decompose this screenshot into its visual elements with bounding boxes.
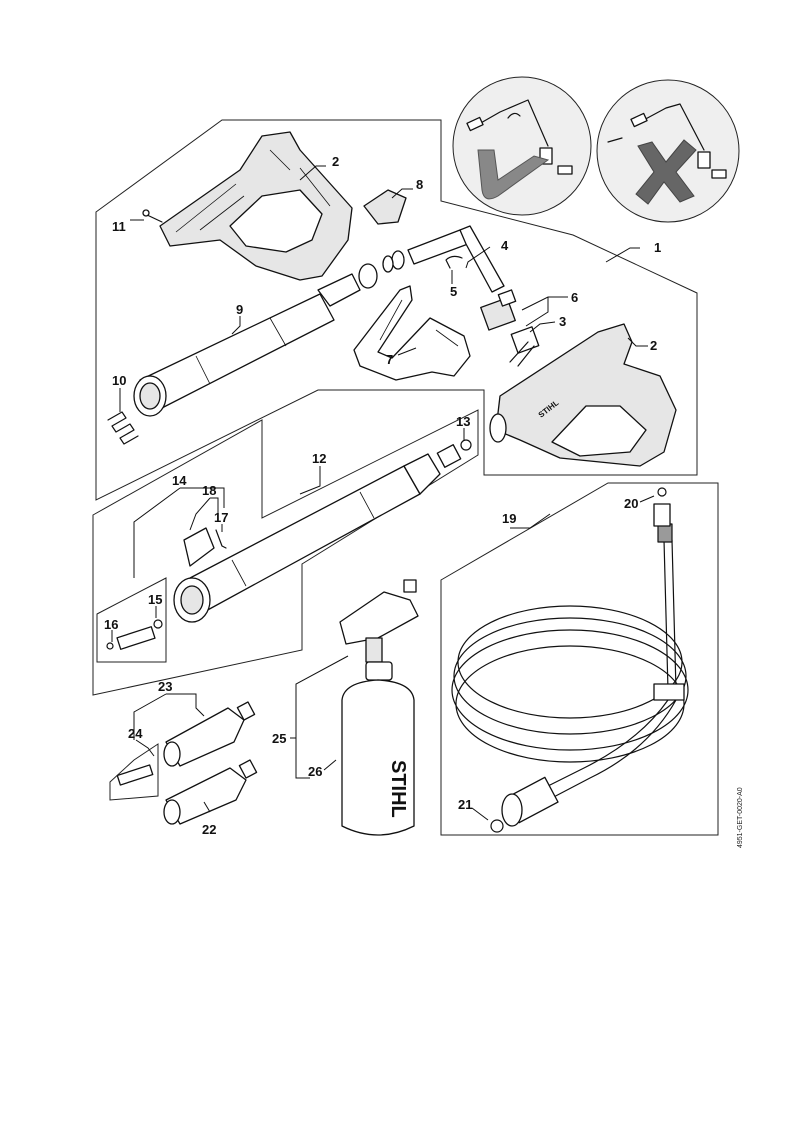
callout-5: 5 [450,284,457,299]
callout-16: 16 [104,617,118,632]
callout-7: 7 [386,352,393,367]
lance-tube-upper [133,263,378,417]
nozzle-22 [163,759,258,825]
retaining-pin [445,255,463,269]
lance-clip [183,527,227,567]
o-ring-21 [490,819,504,833]
callout-20: 20 [624,496,638,511]
callout-22: 22 [202,822,216,837]
group-frame-lance [92,409,479,696]
assembly-hint-correct [452,76,592,216]
spring [107,411,139,445]
callout-13: 13 [456,414,470,429]
valve-fitting [480,289,540,367]
callout-2a: 2 [332,154,339,169]
group-frame-spray-gun [95,119,698,501]
o-ring-13 [460,439,472,451]
gun-housing-half-right: STIHL [489,323,677,467]
insert-frame [96,577,167,663]
trigger-lock-clip [363,189,407,225]
callout-23: 23 [158,679,172,694]
callout-11: 11 [112,219,126,234]
callout-21: 21 [458,797,472,812]
nozzle-23 [163,701,256,767]
assembly-hint-incorrect [596,79,740,223]
callout-10: 10 [112,373,126,388]
callout-24: 24 [128,726,143,741]
callout-26: 26 [308,764,322,779]
callout-14: 14 [172,473,187,488]
gun-housing-half-left [159,131,353,281]
group-frame-hose [440,482,719,836]
callout-8: 8 [416,177,423,192]
drawing-id: 4951-GET-0020-A0 [737,787,744,848]
lance-tube-lower [173,444,462,623]
foam-bottle: STIHL [341,661,415,836]
callout-18: 18 [202,483,216,498]
nozzle-frame [109,743,159,801]
callout-6: 6 [571,290,578,305]
o-ring-20 [657,487,667,497]
callout-17: 17 [214,510,228,525]
high-pressure-hose [451,503,689,827]
callout-19: 19 [502,511,516,526]
cross-icon [635,139,697,205]
nozzle-insert [106,619,163,650]
brand-label-bottle: STIHL [387,760,409,818]
connecting-tube [382,225,505,293]
trigger [353,285,471,381]
leader-lines [111,165,655,821]
callout-2b: 2 [650,338,657,353]
callout-3: 3 [559,314,566,329]
foam-nozzle-head [339,579,419,663]
callout-15: 15 [148,592,162,607]
screw [142,209,163,223]
callout-1: 1 [654,240,661,255]
checkmark-icon [477,149,550,200]
callout-4: 4 [501,238,509,253]
callout-25: 25 [272,731,286,746]
callout-9: 9 [236,302,243,317]
nozzle-insert-24 [116,764,154,786]
callout-12: 12 [312,451,326,466]
